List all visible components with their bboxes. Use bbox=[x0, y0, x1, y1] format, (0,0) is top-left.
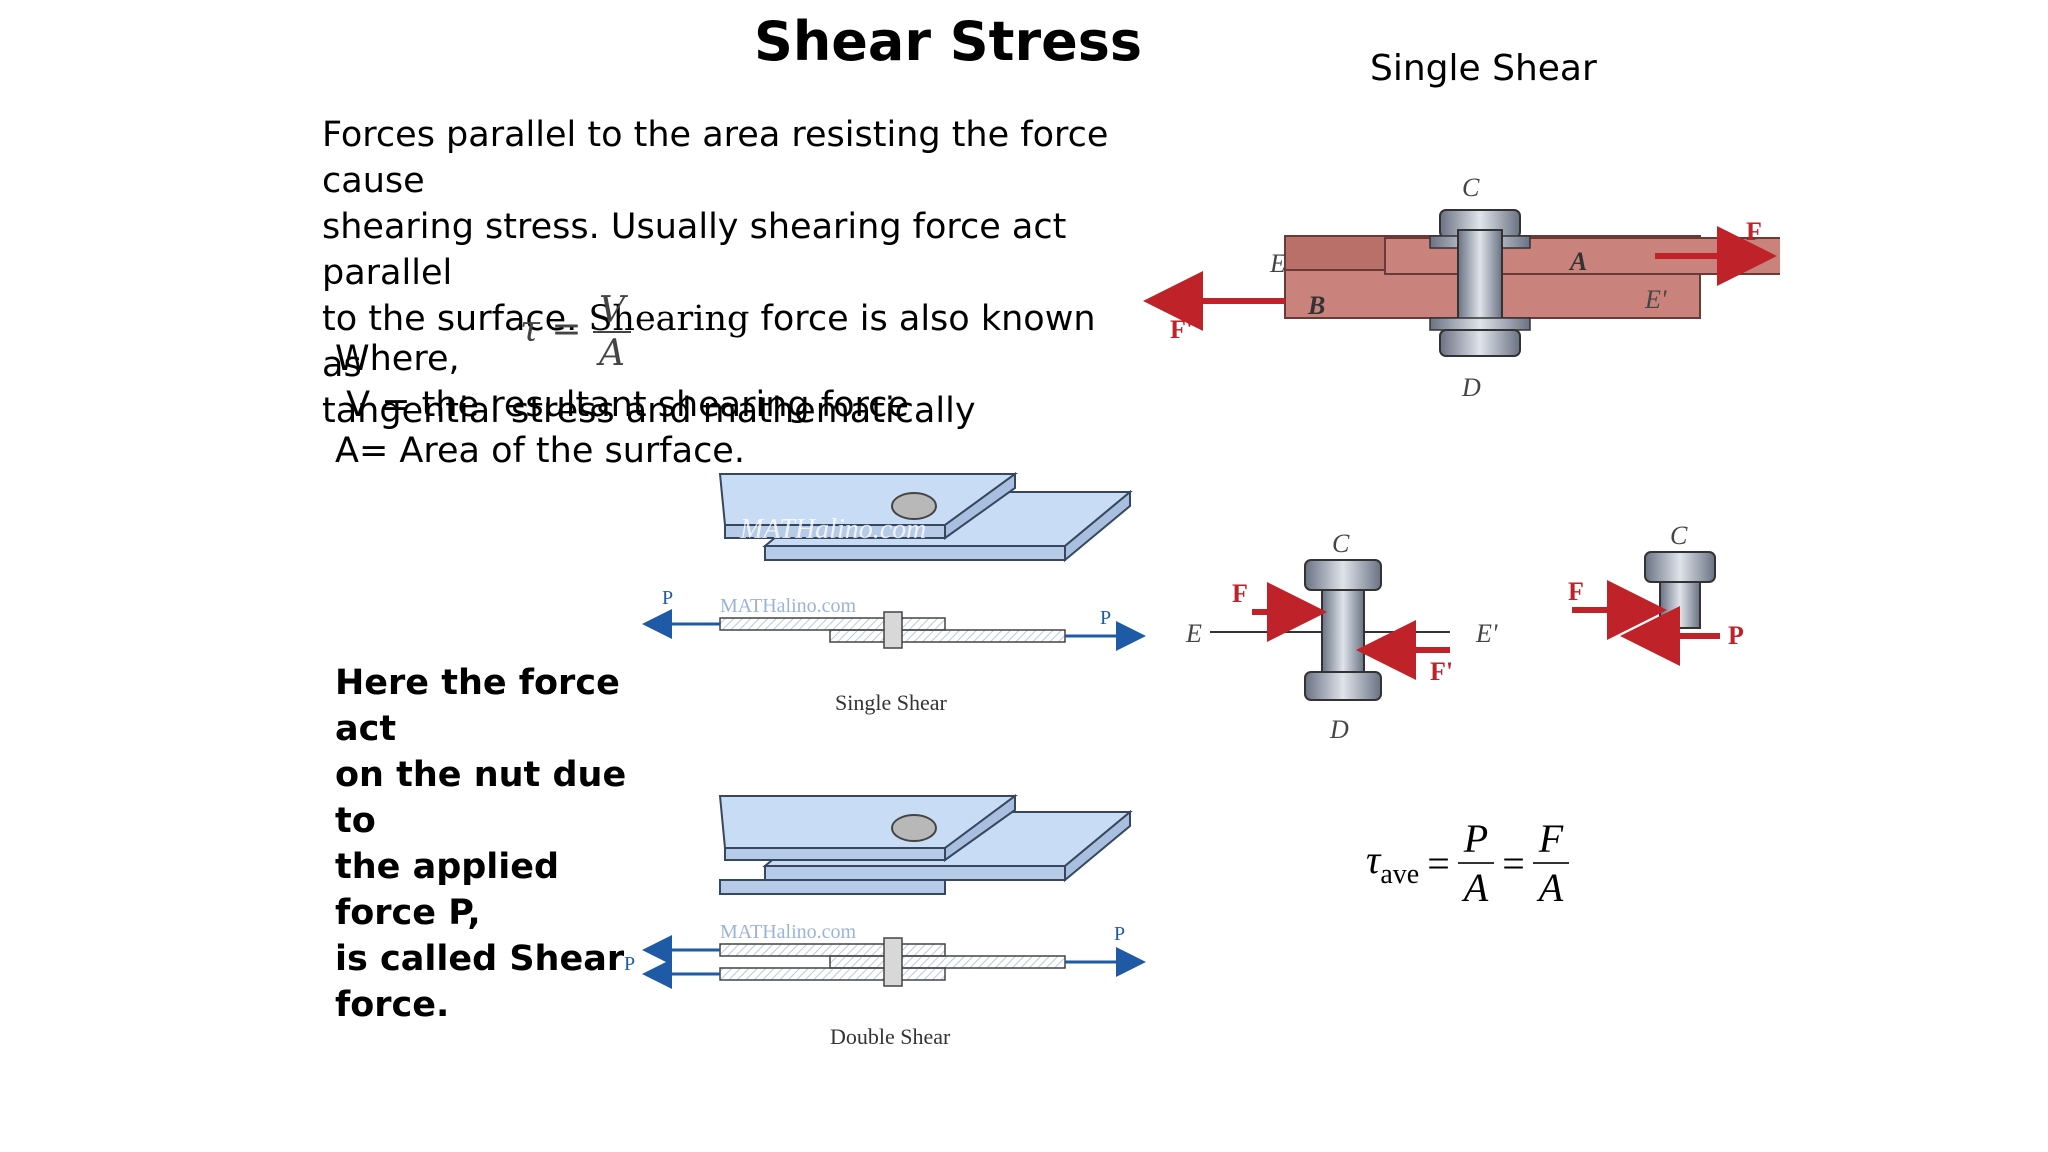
note-line-2: on the nut due to bbox=[335, 755, 627, 841]
label-E-prime-top: E' bbox=[1644, 285, 1667, 314]
bolt-head-section: C F P bbox=[1568, 521, 1744, 666]
single-p-right: P bbox=[1100, 607, 1111, 629]
label-D-top: D bbox=[1461, 373, 1481, 402]
tau-ave-symbol: τave bbox=[1366, 836, 1420, 890]
double-shear-section: MATHalino.com P P Double Shear bbox=[624, 921, 1146, 1049]
label-A: A bbox=[1568, 247, 1587, 276]
average-shear-formula: τave = P A = F A bbox=[1366, 815, 1570, 911]
single-shear-heading: Single Shear bbox=[1370, 48, 1597, 89]
tau-numerator: V bbox=[592, 290, 631, 333]
bolt-shear-diagrams: C D E E' A B F F' C D E E' F F' C F P bbox=[1143, 173, 1780, 744]
label-F-prime-top: F' bbox=[1170, 315, 1193, 344]
label-C-top: C bbox=[1462, 173, 1480, 202]
definition-line-4: tangential stress and mathematically bbox=[322, 391, 976, 431]
double-shear-plates bbox=[718, 794, 1133, 895]
page-title: Shear Stress bbox=[753, 10, 1143, 73]
tau-fraction: V A bbox=[592, 290, 631, 374]
label-C-right: C bbox=[1670, 521, 1688, 550]
tau-lhs: τ = bbox=[520, 309, 582, 350]
double-p-left: P bbox=[624, 953, 635, 975]
plate-shear-diagrams: MATHalino.com MATHalino.com P P Single S… bbox=[624, 472, 1146, 1049]
bolt-through-bars: C D E E' A B F F' bbox=[1143, 173, 1780, 402]
definition-line-1: Forces parallel to the area resisting th… bbox=[322, 115, 1109, 201]
definition-paragraph: Forces parallel to the area resisting th… bbox=[322, 112, 1142, 434]
label-D-mid: D bbox=[1329, 715, 1349, 744]
label-F-mid: F bbox=[1232, 579, 1248, 608]
label-C-mid: C bbox=[1332, 529, 1350, 558]
where-v-definition: V = the resultant shearing force bbox=[335, 385, 909, 425]
label-F-right: F bbox=[1568, 577, 1584, 606]
equals-1: = bbox=[1427, 840, 1450, 886]
note-line-1: Here the force act bbox=[335, 663, 620, 749]
fraction-p-over-a: P A bbox=[1457, 815, 1495, 911]
double-p-right: P bbox=[1114, 923, 1125, 945]
watermark-3: MATHalino.com bbox=[720, 921, 857, 943]
label-E-top: E bbox=[1269, 249, 1286, 278]
double-shear-caption: Double Shear bbox=[830, 1024, 951, 1049]
note-line-5: force. bbox=[335, 985, 450, 1025]
fraction-f-over-a: F A bbox=[1532, 815, 1570, 911]
label-P-right: P bbox=[1728, 621, 1744, 650]
where-label: Where, bbox=[335, 339, 460, 379]
label-B: B bbox=[1307, 291, 1325, 320]
label-E-prime-mid: E' bbox=[1475, 619, 1498, 648]
label-F-prime-mid: F' bbox=[1430, 657, 1453, 686]
shear-force-note: Here the force act on the nut due to the… bbox=[335, 660, 665, 1028]
single-shear-caption: Single Shear bbox=[835, 690, 947, 715]
where-block: Where, V = the resultant shearing force … bbox=[335, 336, 909, 474]
tau-denominator: A bbox=[598, 333, 625, 374]
label-F-top: F bbox=[1746, 217, 1762, 246]
watermark-2: MATHalino.com bbox=[720, 595, 857, 617]
note-line-3: the applied force P, bbox=[335, 847, 560, 933]
single-shear-plates: MATHalino.com bbox=[718, 472, 1133, 563]
watermark-1: MATHalino.com bbox=[739, 514, 926, 545]
label-E-mid: E bbox=[1185, 619, 1202, 648]
definition-line-2: shearing stress. Usually shearing force … bbox=[322, 207, 1067, 293]
note-line-4: is called Shear bbox=[335, 939, 625, 979]
definition-line-3: to the surface. Shearing force is also k… bbox=[322, 299, 1096, 385]
equals-2: = bbox=[1502, 840, 1525, 886]
tau-formula: τ = V A bbox=[520, 290, 631, 374]
single-p-left: P bbox=[662, 587, 673, 609]
where-a-definition: A= Area of the surface. bbox=[335, 431, 745, 471]
bolt-free-body: C D E E' F F' bbox=[1185, 529, 1498, 744]
single-shear-section: MATHalino.com P P Single Shear bbox=[642, 587, 1146, 715]
